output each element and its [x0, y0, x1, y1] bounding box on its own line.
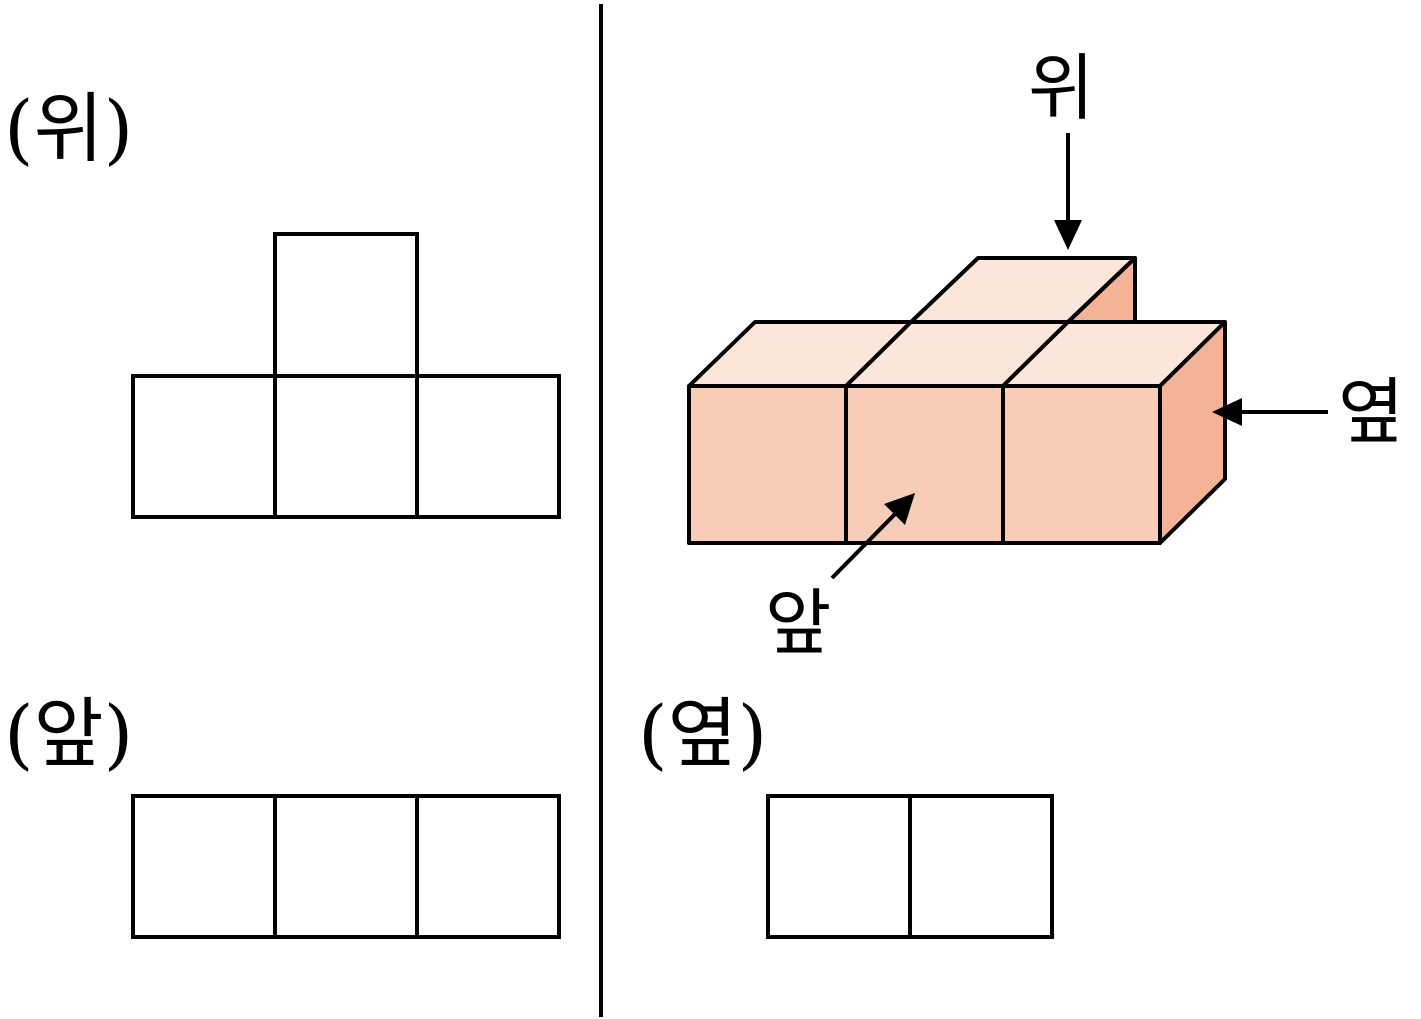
cube-front-face-left [687, 384, 848, 545]
side-view-title: (옆) [638, 689, 767, 778]
top-view-cell [273, 374, 419, 519]
side-view-cell [908, 794, 1054, 939]
front-direction-label: 앞 [765, 581, 831, 665]
top-arrow-head [1054, 220, 1082, 250]
front-view-grid [131, 794, 561, 939]
top-view-cell [415, 374, 561, 519]
front-view-cell [273, 794, 419, 939]
front-view-cell [131, 794, 277, 939]
arrow-from-front: 앞 [765, 493, 915, 665]
top-view-cell [131, 374, 277, 519]
arrow-from-top: 위 [1028, 46, 1094, 250]
top-view-grid [131, 232, 561, 519]
cube-stack [687, 256, 1227, 545]
front-arrow-head [884, 493, 915, 525]
front-arrow-shaft [830, 509, 900, 580]
front-view-title: (앞) [4, 689, 133, 778]
front-view-cell [415, 794, 561, 939]
side-view-cell [766, 794, 912, 939]
side-view-grid [766, 794, 1054, 939]
top-view-title: (위) [4, 84, 133, 173]
side-direction-label: 옆 [1338, 370, 1404, 454]
cube-front-face-middle [844, 384, 1005, 545]
cube-right-side-face [1158, 320, 1227, 545]
top-view-cell [273, 232, 419, 378]
top-direction-label: 위 [1028, 46, 1094, 130]
cube-front-face-right [1001, 384, 1162, 545]
side-arrow-head [1212, 398, 1242, 426]
arrow-from-side: 옆 [1212, 370, 1404, 454]
